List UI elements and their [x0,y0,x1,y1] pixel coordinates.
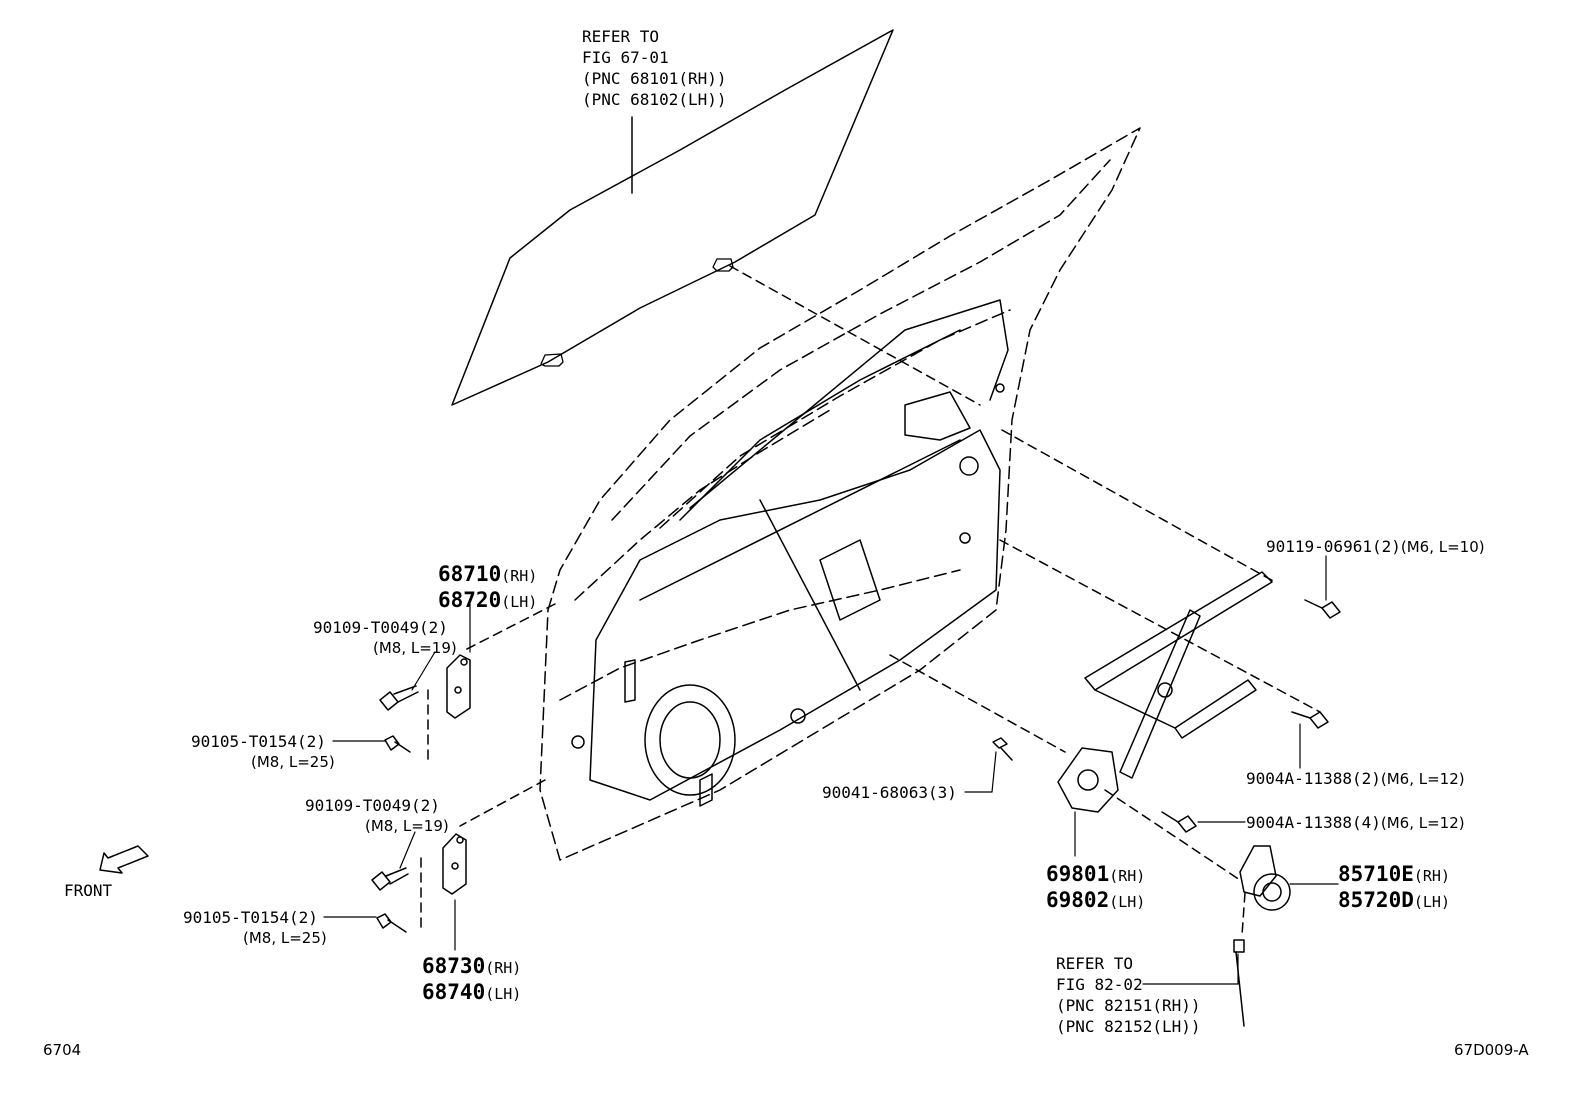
bolt-lower-1-spec: (M8, L=19) [365,817,449,835]
bolt-shape-lower-2 [376,913,407,933]
bolt-shape-upper-1 [379,685,419,711]
wire-reference-note: REFER TO FIG 82-02 (PNC 82151(RH)) (PNC … [1056,953,1201,1037]
door-panel [539,127,1141,861]
regulator-label: 69801(RH) 69802(LH) [1046,862,1145,914]
bolt-regulator-top-spec: (M6, L=10) [1400,538,1485,556]
lower-hinge-rh-side: (RH) [485,959,522,977]
bolt-upper-2-spec: (M8, L=25) [251,753,335,771]
bolt-upper-2-label: 90105-T0154(2) (M8, L=25) [191,731,335,773]
front-arrow-icon [99,845,149,874]
regulator-motor [1233,845,1291,1027]
front-label: FRONT [64,881,113,900]
bolt-shape-regulator-mid [1291,711,1329,729]
wire-ref-line-1: REFER TO [1056,954,1134,973]
bolt-shape-upper-2 [384,735,411,753]
bolt-regulator-top-label: 90119-06961(2)(M6, L=10) [1266,536,1485,558]
bolt-panel-label: 90041-68063(3) [822,782,957,803]
lower-door-hinge [442,833,467,895]
motor-rh-side: (RH) [1413,867,1450,885]
page-number: 6704 [43,1041,82,1059]
bolt-regulator-mid-label: 9004A-11388(2)(M6, L=12) [1246,768,1465,790]
bolt-regulator-low-part: 9004A-11388(4) [1246,813,1381,832]
bolt-regulator-low-label: 9004A-11388(4)(M6, L=12) [1246,812,1465,834]
wire-ref-line-2: FIG 82-02 [1056,975,1143,994]
bolt-regulator-mid-part: 9004A-11388(2) [1246,769,1381,788]
bolt-shape-lower-1 [371,867,409,891]
regulator-rh-part: 69801 [1046,862,1110,886]
regulator-lh-side: (LH) [1109,893,1146,911]
wire-ref-line-4: (PNC 82152(LH)) [1056,1017,1201,1036]
wire-ref-line-3: (PNC 82151(RH)) [1056,996,1201,1015]
lower-hinge-label: 68730(RH) 68740(LH) [422,954,521,1006]
upper-hinge-rh-part: 68710 [438,562,502,586]
lower-hinge-lh-part: 68740 [422,980,486,1004]
lower-hinge-lh-side: (LH) [485,985,522,1003]
label-leader-lines [323,555,1339,985]
bolt-shape-regulator-low [1161,811,1197,833]
motor-lh-part: 85720D [1338,888,1414,912]
bolt-lower-1-label: 90109-T0049(2) (M8, L=19) [305,795,449,837]
bolt-upper-1-part: 90109-T0049(2) [313,618,448,637]
glass-reference-note: REFER TO FIG 67-01 (PNC 68101(RH)) (PNC … [582,26,727,110]
bolt-lower-2-label: 90105-T0154(2) (M8, L=25) [183,907,327,949]
glass-ref-line-4: (PNC 68102(LH)) [582,90,727,109]
glass-ref-line-3: (PNC 68101(RH)) [582,69,727,88]
bolt-regulator-mid-spec: (M6, L=12) [1380,770,1465,788]
motor-label: 85710E(RH) 85720D(LH) [1338,862,1450,914]
bolt-lower-1-part: 90109-T0049(2) [305,796,440,815]
window-regulator [1057,571,1273,813]
upper-hinge-lh-side: (LH) [501,593,538,611]
upper-hinge-label: 68710(RH) 68720(LH) [438,562,537,614]
bolt-lower-2-spec: (M8, L=25) [243,929,327,947]
glass-ref-line-1: REFER TO [582,27,660,46]
upper-door-hinge [446,654,471,719]
lower-hinge-rh-part: 68730 [422,954,486,978]
bolt-lower-2-part: 90105-T0154(2) [183,908,318,927]
bolt-upper-1-spec: (M8, L=19) [373,639,457,657]
bolt-shape-panel [992,737,1013,761]
bolt-shape-regulator-top [1304,599,1341,619]
bolt-upper-2-part: 90105-T0154(2) [191,732,326,751]
motor-rh-part: 85710E [1338,862,1414,886]
glass-ref-line-2: FIG 67-01 [582,48,669,67]
regulator-rh-side: (RH) [1109,867,1146,885]
regulator-lh-part: 69802 [1046,888,1110,912]
bolt-upper-1-label: 90109-T0049(2) (M8, L=19) [313,617,457,659]
bolt-regulator-top-part: 90119-06961(2) [1266,537,1401,556]
assembly-leader-lines [420,265,1321,936]
motor-lh-side: (LH) [1413,893,1450,911]
figure-code: 67D009-A [1454,1041,1529,1059]
upper-hinge-lh-part: 68720 [438,588,502,612]
upper-hinge-rh-side: (RH) [501,567,538,585]
bolt-regulator-low-spec: (M6, L=12) [1380,814,1465,832]
bolt-panel-part: 90041-68063(3) [822,783,957,802]
door-panel-inner [571,299,1009,807]
